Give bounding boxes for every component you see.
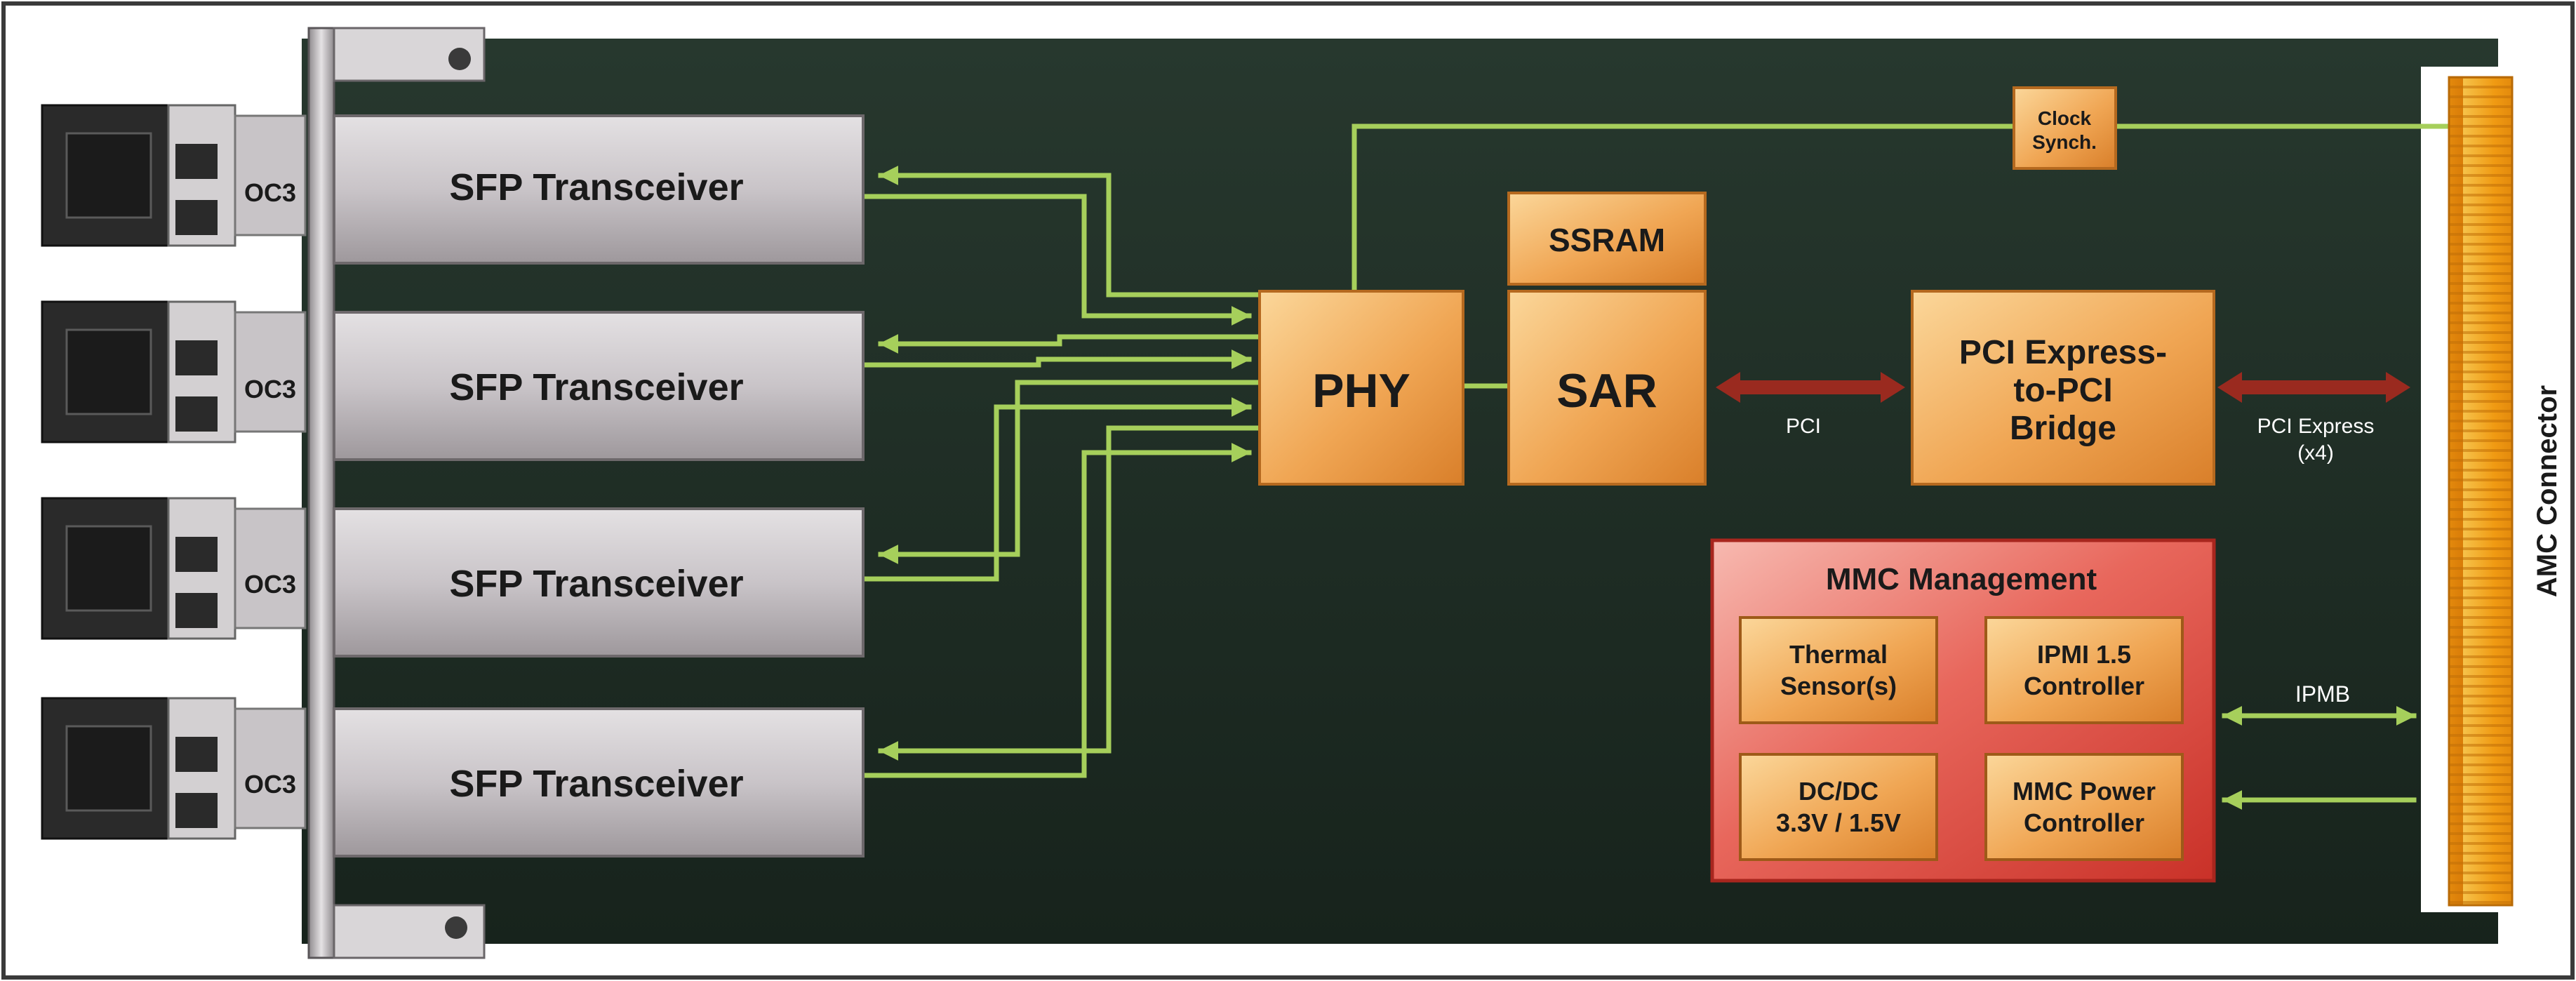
bridge-label-line2: to-PCI [2013,372,2112,409]
port-label: OC3 [244,770,296,799]
screw-icon [445,916,467,939]
ipmi-label-line2: Controller [2024,672,2144,700]
ipmi-controller-chip: IPMI 1.5 Controller [1984,616,2184,724]
mmc-title: MMC Management [1826,562,2097,596]
clock-synch-chip: Clock Synch. [2013,86,2117,170]
sfp-row: OC3 SFP Transceiver [41,697,865,857]
mmc-management-block: MMC Management Thermal Sensor(s) IPMI 1.… [1710,538,2216,883]
ssram-chip: SSRAM [1507,192,1707,286]
sfp-transceiver-label: SFP Transceiver [449,563,743,605]
bridge-label-line3: Bridge [2010,410,2116,447]
sfp-transceiver-label: SFP Transceiver [449,763,743,805]
dcdc-label: DC/DC [1798,777,1878,806]
port-label: OC3 [244,178,296,207]
bridge-label: PCI Express- [1959,334,2167,371]
amc-connector [2448,76,2514,907]
front-panel-bracket [307,27,486,959]
clock-label-line2: Synch. [2032,131,2097,153]
pci-link-label: PCI [1786,415,1821,438]
pcie-to-pci-bridge-chip: PCI Express- to-PCI Bridge [1911,290,2215,486]
dcdc-label-line2: 3.3V / 1.5V [1776,808,1901,837]
mmc-power-controller-chip: MMC Power Controller [1984,753,2184,861]
port-label: OC3 [244,570,296,599]
sfp-transceiver [333,707,865,857]
sfp-transceiver [333,114,865,265]
sfp-row: OC3 SFP Transceiver [41,300,865,461]
clock-traces [1352,124,2459,298]
pcie-link-label: PCI Express [2257,415,2375,438]
sfp-row: OC3 SFP Transceiver [41,497,865,658]
ipmb-link-label: IPMB [2295,681,2350,707]
pcie-bus-arrow [2217,372,2410,403]
dcdc-converter-chip: DC/DC 3.3V / 1.5V [1739,753,1938,861]
sfp-transceiver [333,507,865,658]
pci-bus-arrow [1716,372,1905,403]
thermal-sensor-chip: Thermal Sensor(s) [1739,616,1938,724]
ssram-label: SSRAM [1549,222,1665,258]
sar-chip: SAR [1507,290,1707,486]
port-label: OC3 [244,375,296,403]
phy-chip: PHY [1258,290,1464,486]
phy-label: PHY [1312,364,1410,418]
sfp-transceiver [333,311,865,461]
thermal-label-line2: Sensor(s) [1780,672,1897,700]
sar-label: SAR [1556,364,1657,418]
sfp-transceiver-label: SFP Transceiver [449,366,743,408]
pcie-link-width-label: (x4) [2297,441,2334,465]
sfp-row: OC3 SFP Transceiver [41,104,865,265]
ipmi-label: IPMI 1.5 [2037,640,2131,669]
sfp-phy-traces [860,166,1259,778]
screw-icon [448,48,471,70]
mmc-power-label: MMC Power [2013,777,2156,806]
clock-label: Clock [2038,107,2092,129]
ipmb-traces [2222,706,2417,810]
mmc-power-label-line2: Controller [2024,808,2144,837]
sfp-transceiver-label: SFP Transceiver [449,166,743,208]
thermal-label: Thermal [1789,640,1888,669]
amc-connector-label: AMC Connector [2532,385,2563,597]
